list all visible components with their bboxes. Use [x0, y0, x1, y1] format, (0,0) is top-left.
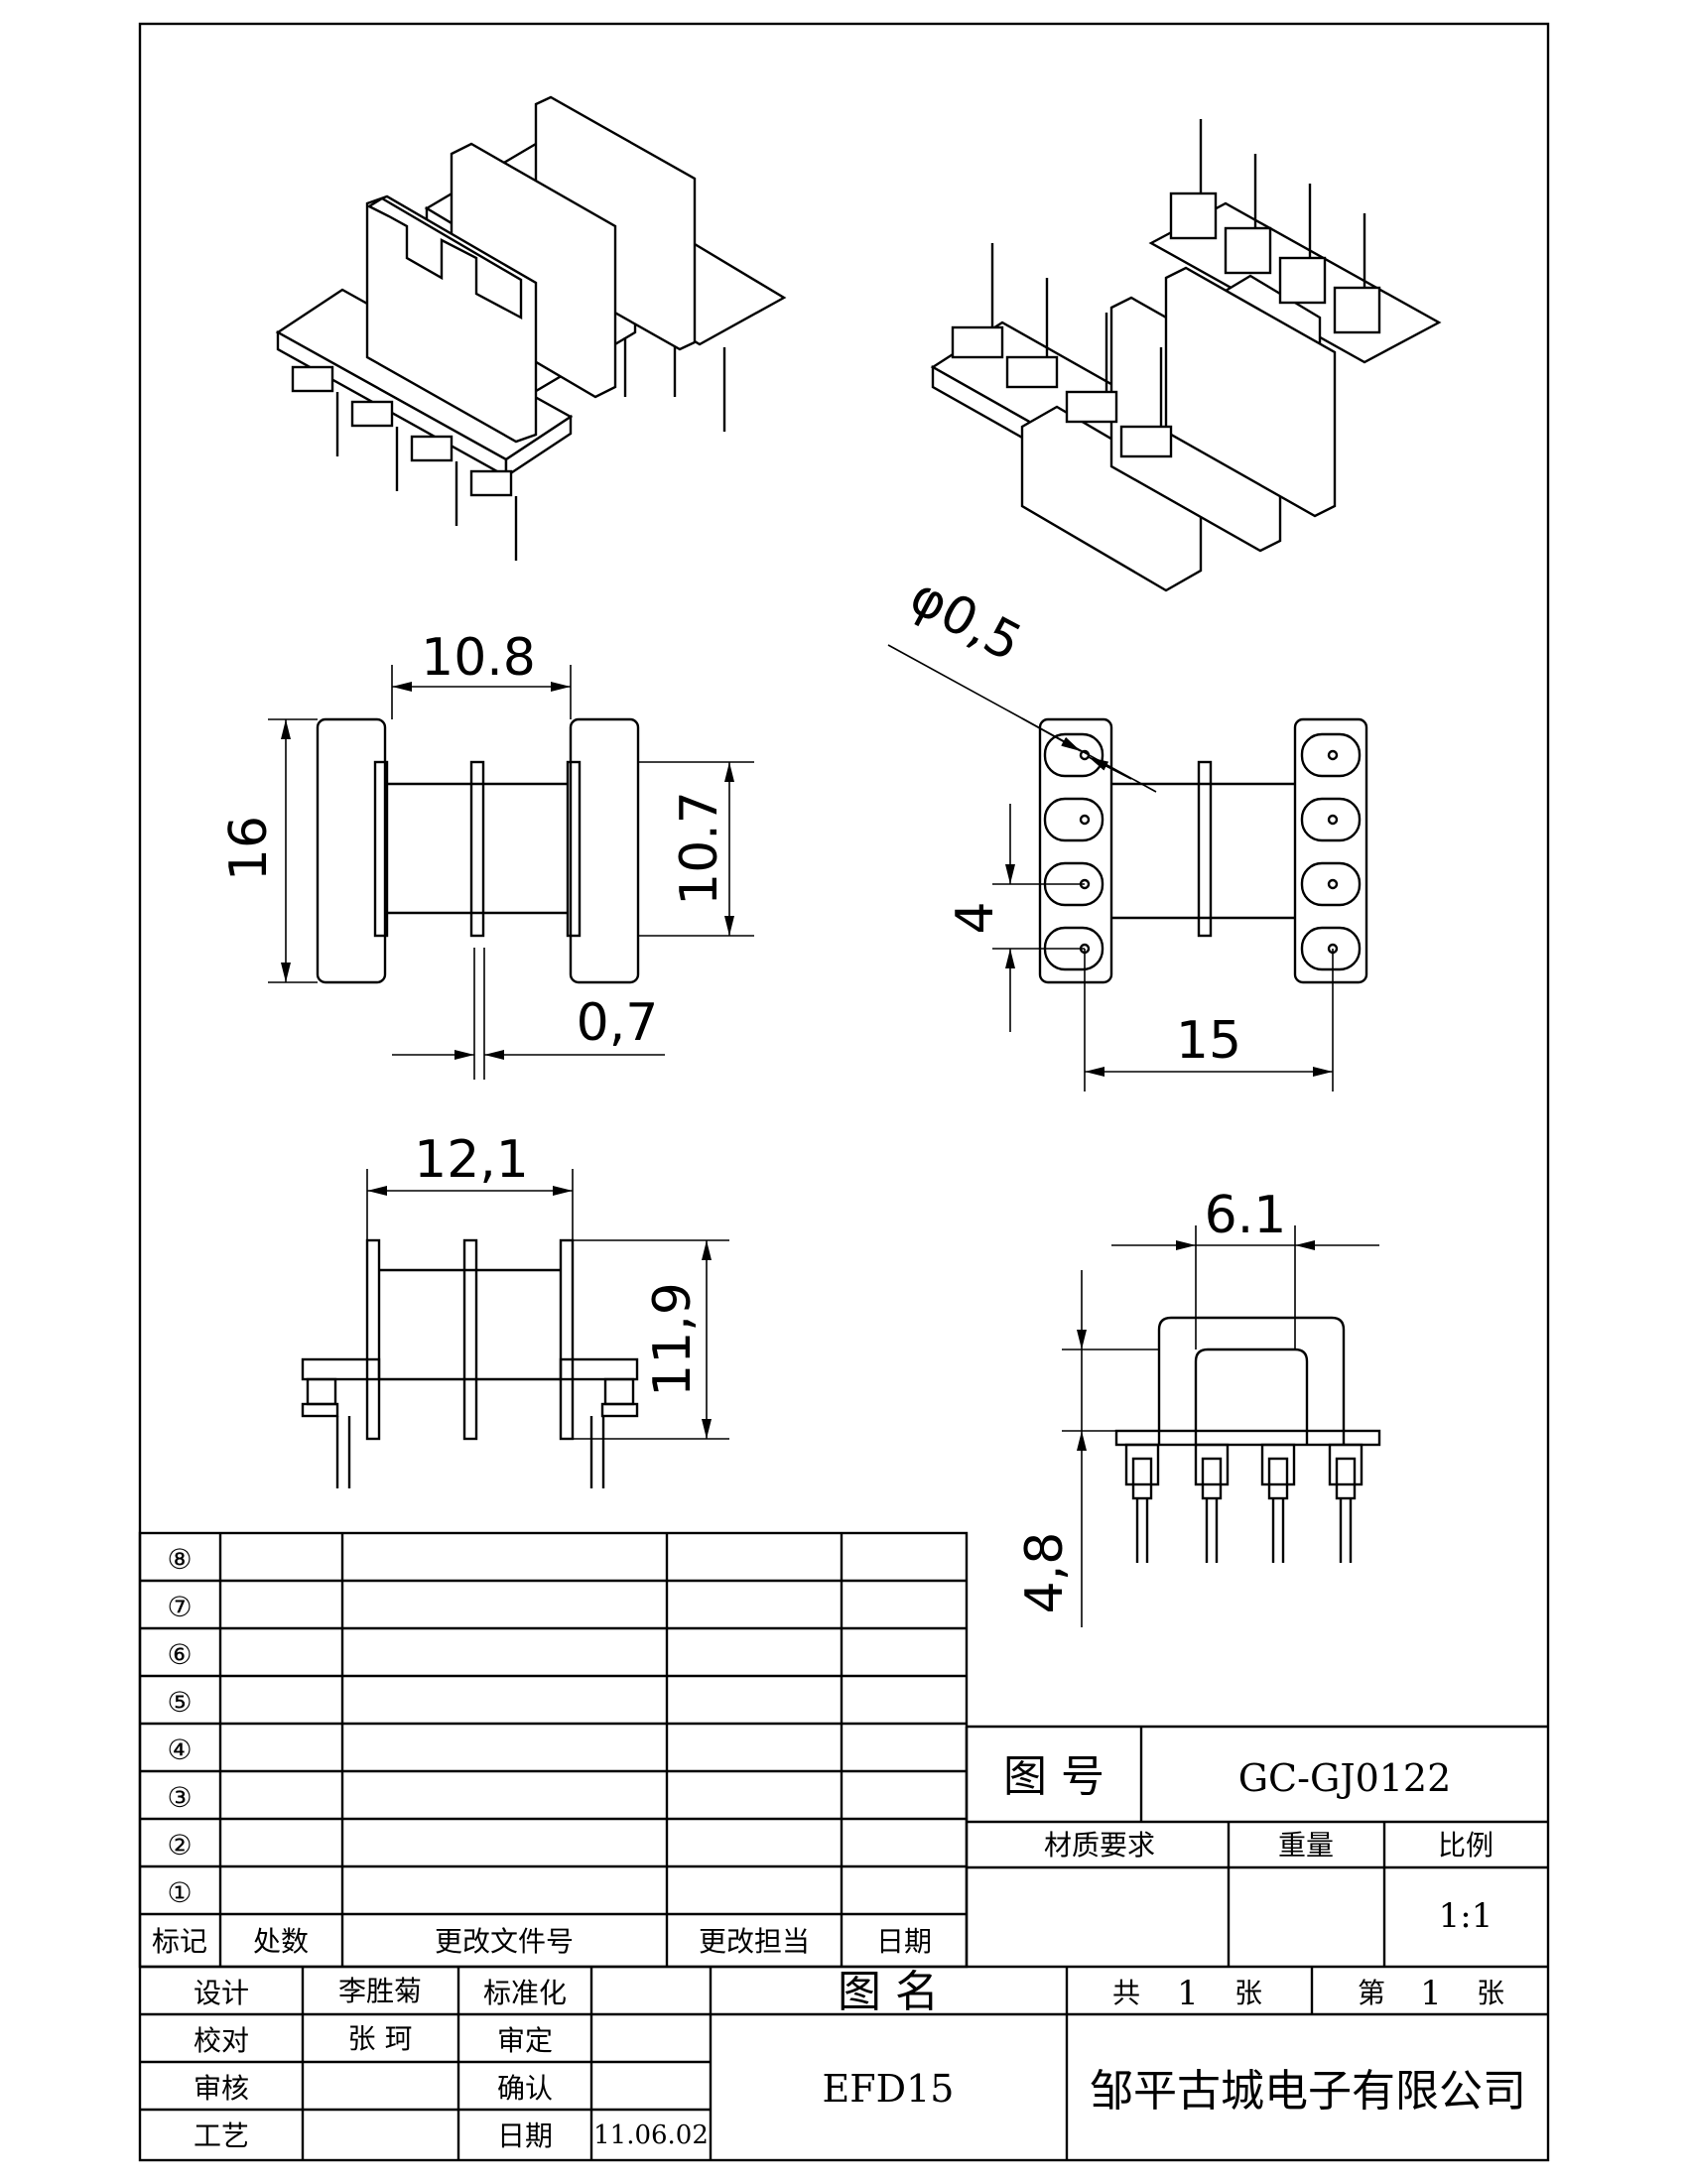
iso-view-left: [275, 95, 787, 561]
dim-4-8: 4,8: [1015, 1532, 1075, 1614]
design-label: 设计: [194, 1977, 249, 2009]
check-name: 张 珂: [348, 2022, 413, 2055]
rev-header-date: 日期: [876, 1925, 932, 1958]
review-label: 审定: [497, 2024, 553, 2057]
revision-table: ⑧ ⑦ ⑥ ⑤ ④ ③ ② ① 标记 处数 更改文件号 更改担当 日期: [138, 1531, 969, 1969]
dim-16: 16: [219, 816, 279, 881]
standard-label: 标准化: [483, 1977, 567, 2009]
confirm-label: 确认: [497, 2072, 553, 2105]
dim-4: 4: [946, 901, 1005, 934]
front-view: 10.8 16 10.7 0,7: [219, 628, 754, 1080]
rev-row-8: ⑧: [167, 1543, 192, 1576]
sheet-value: 1: [1420, 1974, 1442, 2013]
total-label: 共: [1112, 1977, 1140, 2009]
drawing-no-label: 图 号: [1003, 1751, 1104, 1802]
sheet-unit: 张: [1477, 1977, 1504, 2009]
end-view: 6.1 4,8: [1015, 1186, 1381, 1627]
title-block-bottom: 设计 李胜菊 标准化 校对 张 珂 审定 审核 确认 工艺 日期 11.06.0…: [140, 1965, 1548, 2160]
material-label: 材质要求: [1044, 1829, 1155, 1862]
side-view: 12,1 11,9: [301, 1130, 729, 1488]
drawing-border: [138, 22, 1550, 2162]
scale-label: 比例: [1438, 1829, 1493, 1862]
date-value: 11.06.02: [593, 2120, 709, 2150]
sheet-label: 第: [1358, 1977, 1385, 2009]
design-name: 李胜菊: [338, 1975, 422, 2007]
iso-view-right: [930, 119, 1442, 592]
rev-row-2: ②: [167, 1829, 192, 1862]
rev-row-3: ③: [167, 1781, 192, 1814]
dim-6-1: 6.1: [1205, 1186, 1287, 1245]
drawing-name-label: 图 名: [838, 1967, 939, 2017]
check-label: 校对: [194, 2024, 249, 2057]
weight-label: 重量: [1278, 1829, 1334, 1862]
dim-15: 15: [1176, 1011, 1241, 1071]
rev-row-5: ⑤: [167, 1686, 192, 1719]
drawing-name: EFD15: [823, 2067, 955, 2111]
bottom-view: φ0,5 4 15: [887, 567, 1368, 1092]
rev-header-doc: 更改文件号: [435, 1925, 574, 1958]
drawing-no: GC-GJ0122: [1238, 1756, 1452, 1800]
rev-header-place: 处数: [253, 1925, 309, 1958]
dim-0-7: 0,7: [577, 993, 659, 1053]
dim-10-7: 10.7: [670, 791, 729, 906]
rev-header-mark: 标记: [152, 1925, 207, 1958]
company-name: 邹平古城电子有限公司: [1090, 2066, 1526, 2117]
dim-11-9: 11,9: [643, 1282, 703, 1397]
total-unit: 张: [1234, 1977, 1262, 2009]
scale-value: 1:1: [1439, 1896, 1493, 1936]
dim-10-8: 10.8: [421, 628, 536, 688]
total-value: 1: [1177, 1974, 1199, 2013]
title-block-right: 图 号 GC-GJ0122 材质要求 重量 比例 1:1: [965, 1725, 1548, 1967]
date-label: 日期: [497, 2120, 553, 2152]
craft-label: 工艺: [194, 2120, 249, 2152]
dim-12-1: 12,1: [414, 1130, 529, 1190]
dim-phi-0-5: φ0,5: [900, 567, 1030, 674]
rev-row-7: ⑦: [167, 1591, 192, 1623]
rev-row-4: ④: [167, 1734, 192, 1766]
audit-label: 审核: [194, 2072, 249, 2105]
rev-header-person: 更改担当: [699, 1925, 810, 1958]
rev-row-6: ⑥: [167, 1638, 192, 1671]
rev-row-1: ①: [167, 1876, 192, 1909]
